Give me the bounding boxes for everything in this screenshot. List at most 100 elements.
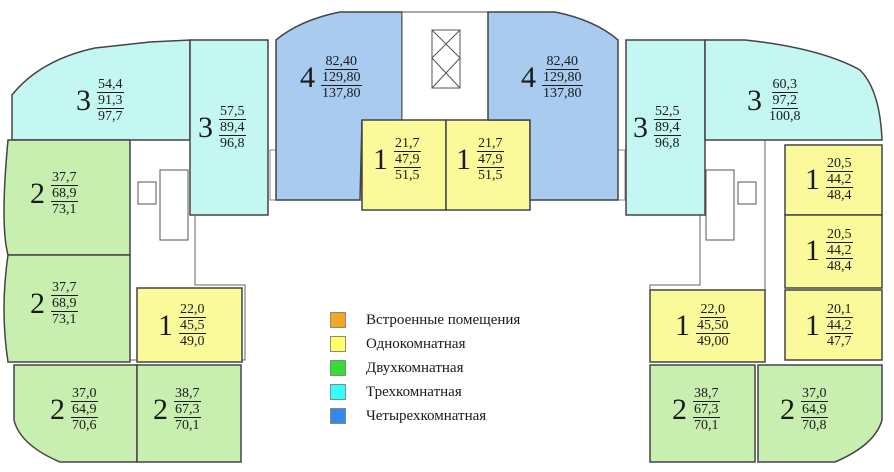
room-count: 1 — [456, 142, 471, 176]
living-area: 20,5 — [826, 156, 853, 172]
apartment-shape-3-top-right — [704, 39, 883, 141]
living-area: 21,7 — [477, 136, 504, 152]
living-area: 54,4 — [97, 77, 124, 93]
living-area: 52,5 — [654, 104, 681, 120]
living-area: 38,7 — [693, 386, 720, 402]
gross-area: 73,1 — [52, 312, 77, 327]
legend-label: Двухкомнатная — [366, 359, 464, 376]
legend-swatch — [330, 312, 346, 328]
total-area: 47,9 — [477, 152, 504, 168]
total-area: 129,80 — [542, 70, 583, 86]
gross-area: 100,8 — [769, 109, 801, 124]
total-area: 44,2 — [826, 318, 853, 334]
apartment-shape-2-left-middle — [3, 254, 131, 363]
gross-area: 47,7 — [827, 334, 852, 349]
elevator-left — [137, 181, 157, 205]
total-area: 67,3 — [693, 402, 720, 418]
apartment-shape-3-top-left — [11, 39, 191, 141]
legend-item-two-room: Двухкомнатная — [330, 356, 520, 380]
elevator-cross-4 — [431, 57, 461, 89]
living-area: 60,3 — [771, 77, 798, 93]
legend-swatch — [330, 336, 346, 352]
legend-swatch — [330, 384, 346, 400]
gross-area: 96,8 — [220, 136, 245, 151]
apartment-shape-3-left-center — [189, 39, 269, 216]
apartment-shape-4-right — [487, 11, 619, 201]
elevator-right — [737, 181, 757, 205]
legend-item-one-room: Однокомнатная — [330, 332, 520, 356]
apartment-shape-1-right-b — [784, 214, 883, 289]
apartment-shape-2-bottom-left-b — [136, 364, 242, 463]
total-area: 44,2 — [826, 172, 853, 188]
apartment-shape-3-right-center — [625, 39, 706, 216]
living-area: 20,1 — [826, 302, 853, 318]
gross-area: 97,7 — [98, 109, 123, 124]
apartment-shape-1-left — [136, 287, 243, 363]
gross-area: 137,80 — [322, 86, 361, 101]
gross-area: 73,1 — [52, 202, 77, 217]
living-area: 82,40 — [324, 54, 358, 70]
total-area: 67,3 — [174, 402, 201, 418]
room-count: 3 — [76, 83, 91, 117]
apartment-shape-2-bottom-right-a — [649, 364, 756, 463]
gross-area: 48,4 — [827, 259, 852, 274]
gross-area: 49,0 — [180, 334, 205, 349]
room-count: 2 — [153, 392, 168, 426]
room-count: 1 — [805, 162, 820, 196]
room-count: 1 — [805, 233, 820, 267]
legend-swatch — [330, 408, 346, 424]
room-count: 2 — [30, 286, 45, 320]
room-count: 1 — [158, 308, 173, 342]
living-area: 21,7 — [394, 136, 421, 152]
living-area: 82,40 — [545, 54, 579, 70]
stair-left — [159, 169, 189, 241]
room-count: 2 — [672, 392, 687, 426]
total-area: 64,9 — [71, 402, 98, 418]
apartment-shape-1-right-a — [784, 144, 883, 216]
total-area: 91,3 — [97, 93, 124, 109]
room-count: 3 — [633, 110, 648, 144]
total-area: 44,2 — [826, 243, 853, 259]
gross-area: 49,00 — [697, 334, 729, 349]
living-area: 38,7 — [174, 386, 201, 402]
room-count: 1 — [373, 142, 388, 176]
apartment-shape-1-right-c — [649, 289, 766, 363]
room-count: 1 — [805, 308, 820, 342]
apartment-shape-2-bottom-left-a — [13, 364, 138, 463]
elevator-cross-2 — [431, 29, 461, 59]
apartment-shape-1-center-left — [361, 119, 447, 211]
total-area: 97,2 — [771, 93, 798, 109]
legend: Встроенные помещения Однокомнатная Двухк… — [330, 308, 520, 428]
legend-item-three-room: Трехкомнатная — [330, 380, 520, 404]
living-area: 37,0 — [801, 386, 828, 402]
legend-item-built-in: Встроенные помещения — [330, 308, 520, 332]
gross-area: 51,5 — [478, 168, 503, 183]
